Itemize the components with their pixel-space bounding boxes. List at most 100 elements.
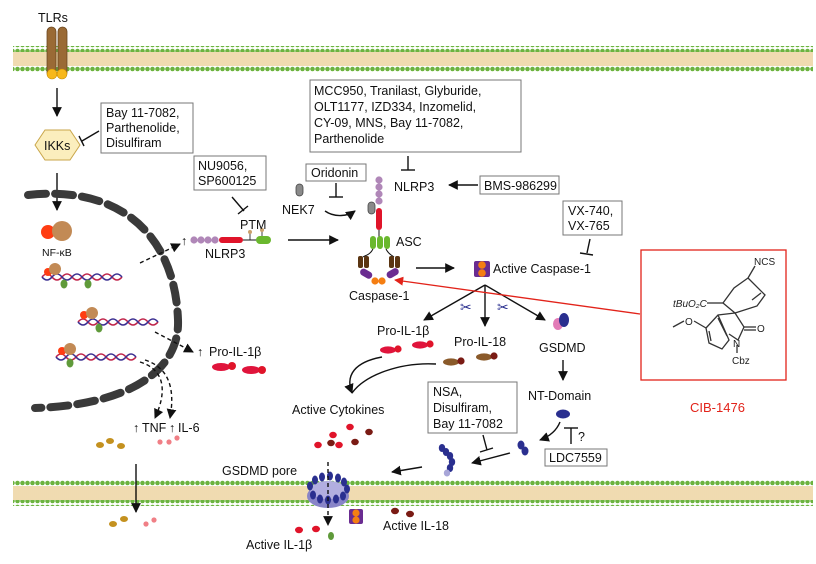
- nlrp3-inhibitor-line: CY-09, MNS, Bay 11-7082,: [314, 116, 463, 130]
- active-il1b-label: Active IL-1β: [246, 538, 312, 552]
- pro-il1b-label: Pro-IL-1β: [377, 324, 429, 338]
- il6-icon: [156, 434, 181, 446]
- caspase-inhibitor-line: VX-740,: [568, 204, 613, 218]
- nlrp3-inhibitor-box: MCC950, Tranilast, Glyburide, OLT1177, I…: [309, 79, 522, 153]
- inhibition-bar-caspase: [579, 238, 594, 256]
- arrow-to-pore: [391, 465, 423, 476]
- pore-inhibitor-box: NSA, Disulfiram, Bay 11-7082: [427, 381, 518, 434]
- up-arrow-tnf: ↑: [133, 421, 139, 435]
- plasma-membrane-bottom: [13, 480, 813, 506]
- pro-il1b-icon: [212, 362, 266, 374]
- nfkb-label: NF-κB: [42, 247, 72, 259]
- nlrp3-primed-label: NLRP3: [205, 247, 245, 261]
- active-il18-icon: [391, 507, 414, 518]
- ptm-label: PTM: [240, 218, 266, 232]
- dashed-arrow-to-nlrp3: [139, 243, 181, 264]
- chem-carbonyl-o: O: [757, 324, 765, 335]
- pro-il1b-protein-icon: [380, 340, 434, 354]
- pore-inhibitor-line: Bay 11-7082: [433, 417, 503, 431]
- secreted-il6-icon: [142, 516, 158, 528]
- chem-cbz: Cbz: [732, 356, 750, 367]
- nlrp3-inflammasome-icon: [358, 176, 400, 285]
- secreted-tnf-icon: [109, 516, 128, 527]
- inhibition-bar-ptm: [231, 196, 249, 215]
- active-caspase1-label: Active Caspase-1: [493, 262, 591, 276]
- ikk-inhibitor-line: Disulfiram: [106, 136, 162, 150]
- ptm-inhibitor-box: NU9056, SP600125: [193, 155, 267, 191]
- nek7-icon: [295, 183, 304, 197]
- nt-domain-icon: [556, 409, 570, 419]
- active-il1b-icon: [295, 525, 334, 540]
- bms-label: BMS-986299: [484, 179, 557, 193]
- nek7-label: NEK7: [282, 203, 315, 217]
- scissors-icon: ✂: [460, 299, 472, 315]
- nlrp3-inhibitor-line: OLT1177, IZD334, Inzomelid,: [314, 100, 476, 114]
- inhibition-bar-nek7: [329, 183, 343, 198]
- tlr-receptor-icon: [46, 26, 68, 80]
- pro-il18-protein-icon: [443, 352, 498, 366]
- pro-il1b-nucleus-label: Pro-IL-1β: [209, 345, 261, 359]
- chem-ncs: NCS: [754, 257, 775, 268]
- dna-strand-icon: [77, 307, 159, 333]
- bms-inhibitor-box: BMS-986299: [479, 175, 560, 195]
- arrow-il1b-to-active: [344, 356, 383, 394]
- nt-chain-icon: [438, 444, 456, 477]
- nt-oligomer-icon: [517, 440, 529, 456]
- nlrp3-inhibitor-line: MCC950, Tranilast, Glyburide,: [314, 84, 481, 98]
- compound-target-arrow: [394, 276, 641, 315]
- pro-il18-label: Pro-IL-18: [454, 335, 506, 349]
- caspase-cleavage-arrows: [423, 284, 546, 327]
- nlrp3-inhibitor-line: Parthenolide: [314, 132, 384, 146]
- ptm-inhibitor-line: NU9056,: [198, 159, 247, 173]
- ikk-inhibitor-line: Parthenolide,: [106, 121, 180, 135]
- dna-strand-icon: [41, 263, 123, 289]
- oridonin-inhibitor-box: Oridonin: [305, 163, 367, 182]
- inhibition-bar-pore: [479, 434, 494, 453]
- active-caspase1-icon: [474, 261, 490, 277]
- tnf-label: TNF: [142, 421, 167, 435]
- caspase-inhibitor-line: VX-765: [568, 219, 610, 233]
- il6-label: IL-6: [178, 421, 200, 435]
- ikks-node: [34, 129, 81, 161]
- nucleus-envelope: [24, 189, 183, 412]
- dna-strand-icon: [55, 343, 137, 368]
- oridonin-label: Oridonin: [311, 166, 358, 180]
- tnf-icon: [96, 438, 125, 449]
- nlrp3-primed-icon: [190, 228, 271, 244]
- chem-ester: tBuO₂C: [673, 299, 708, 310]
- ptm-inhibitor-line: SP600125: [198, 174, 256, 188]
- active-cytokines-icon: [329, 423, 373, 449]
- caspase1-label: Caspase-1: [349, 289, 409, 303]
- arrow-nt-oligomerize: [539, 421, 561, 442]
- pore-inhibitor-line: NSA,: [433, 385, 462, 399]
- gsdmd-protein-icon: [553, 313, 569, 330]
- arrow-nt-to-oligomer: [471, 452, 511, 466]
- up-arrow-nlrp3: ↑: [181, 234, 187, 248]
- tlrs-label: TLRs: [38, 11, 68, 25]
- up-arrow-pro-il1b: ↑: [197, 345, 203, 359]
- scissors-icon: ✂: [497, 299, 509, 315]
- compound-name: CIB-1476: [690, 400, 745, 415]
- nt-domain-label: NT-Domain: [528, 389, 591, 403]
- caspase-inhibitor-box: VX-740, VX-765: [562, 200, 623, 236]
- ldc-label: LDC7559: [549, 451, 602, 465]
- nfkb-complex-icon: [41, 221, 72, 241]
- inhibition-bar-ikk: [78, 130, 100, 147]
- inhibition-bar-nlrp3: [401, 156, 415, 171]
- nlrp3-active-label: NLRP3: [394, 180, 434, 194]
- active-il18-label: Active IL-18: [383, 519, 449, 533]
- active-caspase1-released-icon: [349, 509, 363, 524]
- ikks-label: IKKs: [44, 139, 70, 153]
- pore-inhibitor-line: Disulfiram,: [433, 401, 492, 415]
- ikk-inhibitor-box: Bay 11-7082, Parthenolide, Disulfiram: [100, 102, 194, 154]
- inhibition-bar-ldc: [564, 427, 578, 444]
- ldc-inhibitor-box: LDC7559: [544, 448, 608, 467]
- ikk-inhibitor-line: Bay 11-7082,: [106, 106, 179, 120]
- dashed-arrow-to-tnf: [139, 361, 164, 419]
- question-mark: ?: [578, 430, 585, 444]
- cytokines-above-pore-icon: [314, 439, 335, 449]
- chem-n: N: [733, 339, 740, 350]
- gsdmd-pore-label: GSDMD pore: [222, 464, 297, 478]
- up-arrow-il6: ↑: [169, 421, 175, 435]
